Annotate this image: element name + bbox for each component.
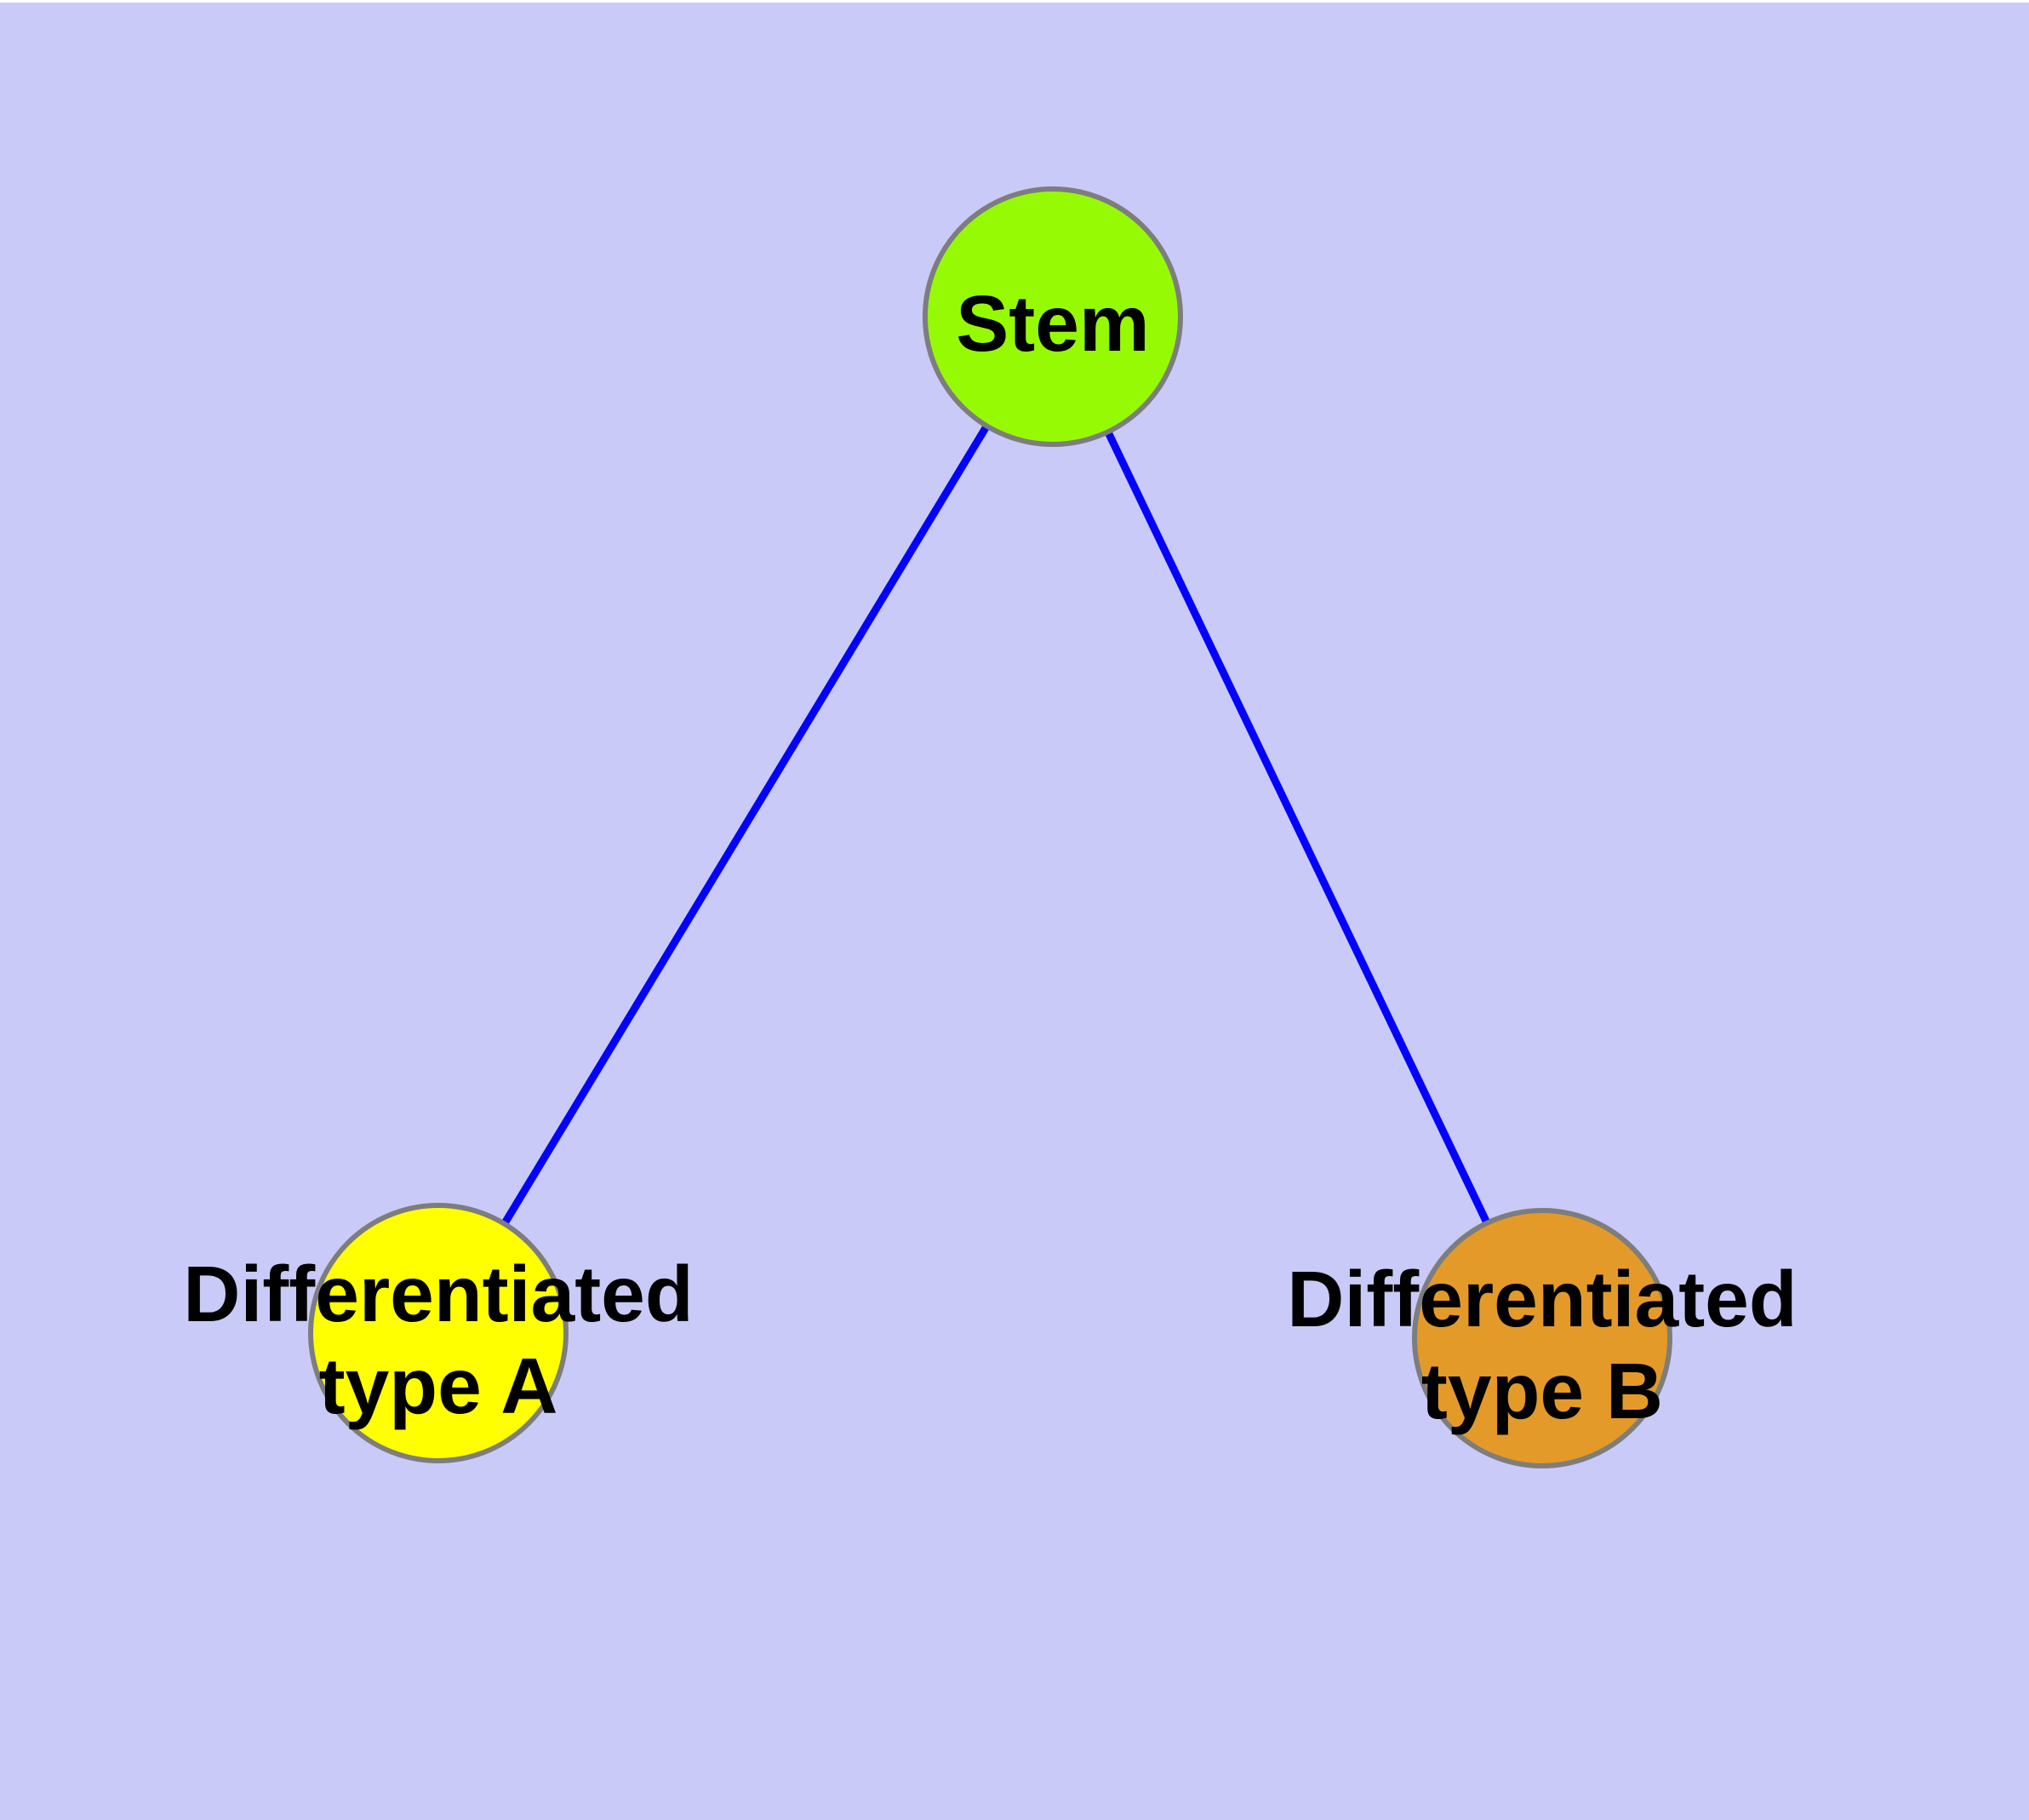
label-line: Differentiated: [1287, 1255, 1797, 1343]
top-margin: [0, 0, 2029, 3]
node-stem: [923, 186, 1183, 447]
edge-stem-to-differentiated-type-a: [435, 314, 1056, 1336]
node-differentiated-type-b: [1412, 1208, 1672, 1468]
label-line: Stem: [956, 279, 1149, 368]
label-line: Differentiated: [183, 1250, 693, 1338]
label-line: type B: [1421, 1347, 1663, 1435]
node-label-stem: Stem: [956, 279, 1149, 368]
node-differentiated-type-a: [308, 1203, 569, 1463]
edge-stem-to-differentiated-type-b: [1049, 315, 1546, 1340]
label-line: type A: [319, 1342, 558, 1430]
